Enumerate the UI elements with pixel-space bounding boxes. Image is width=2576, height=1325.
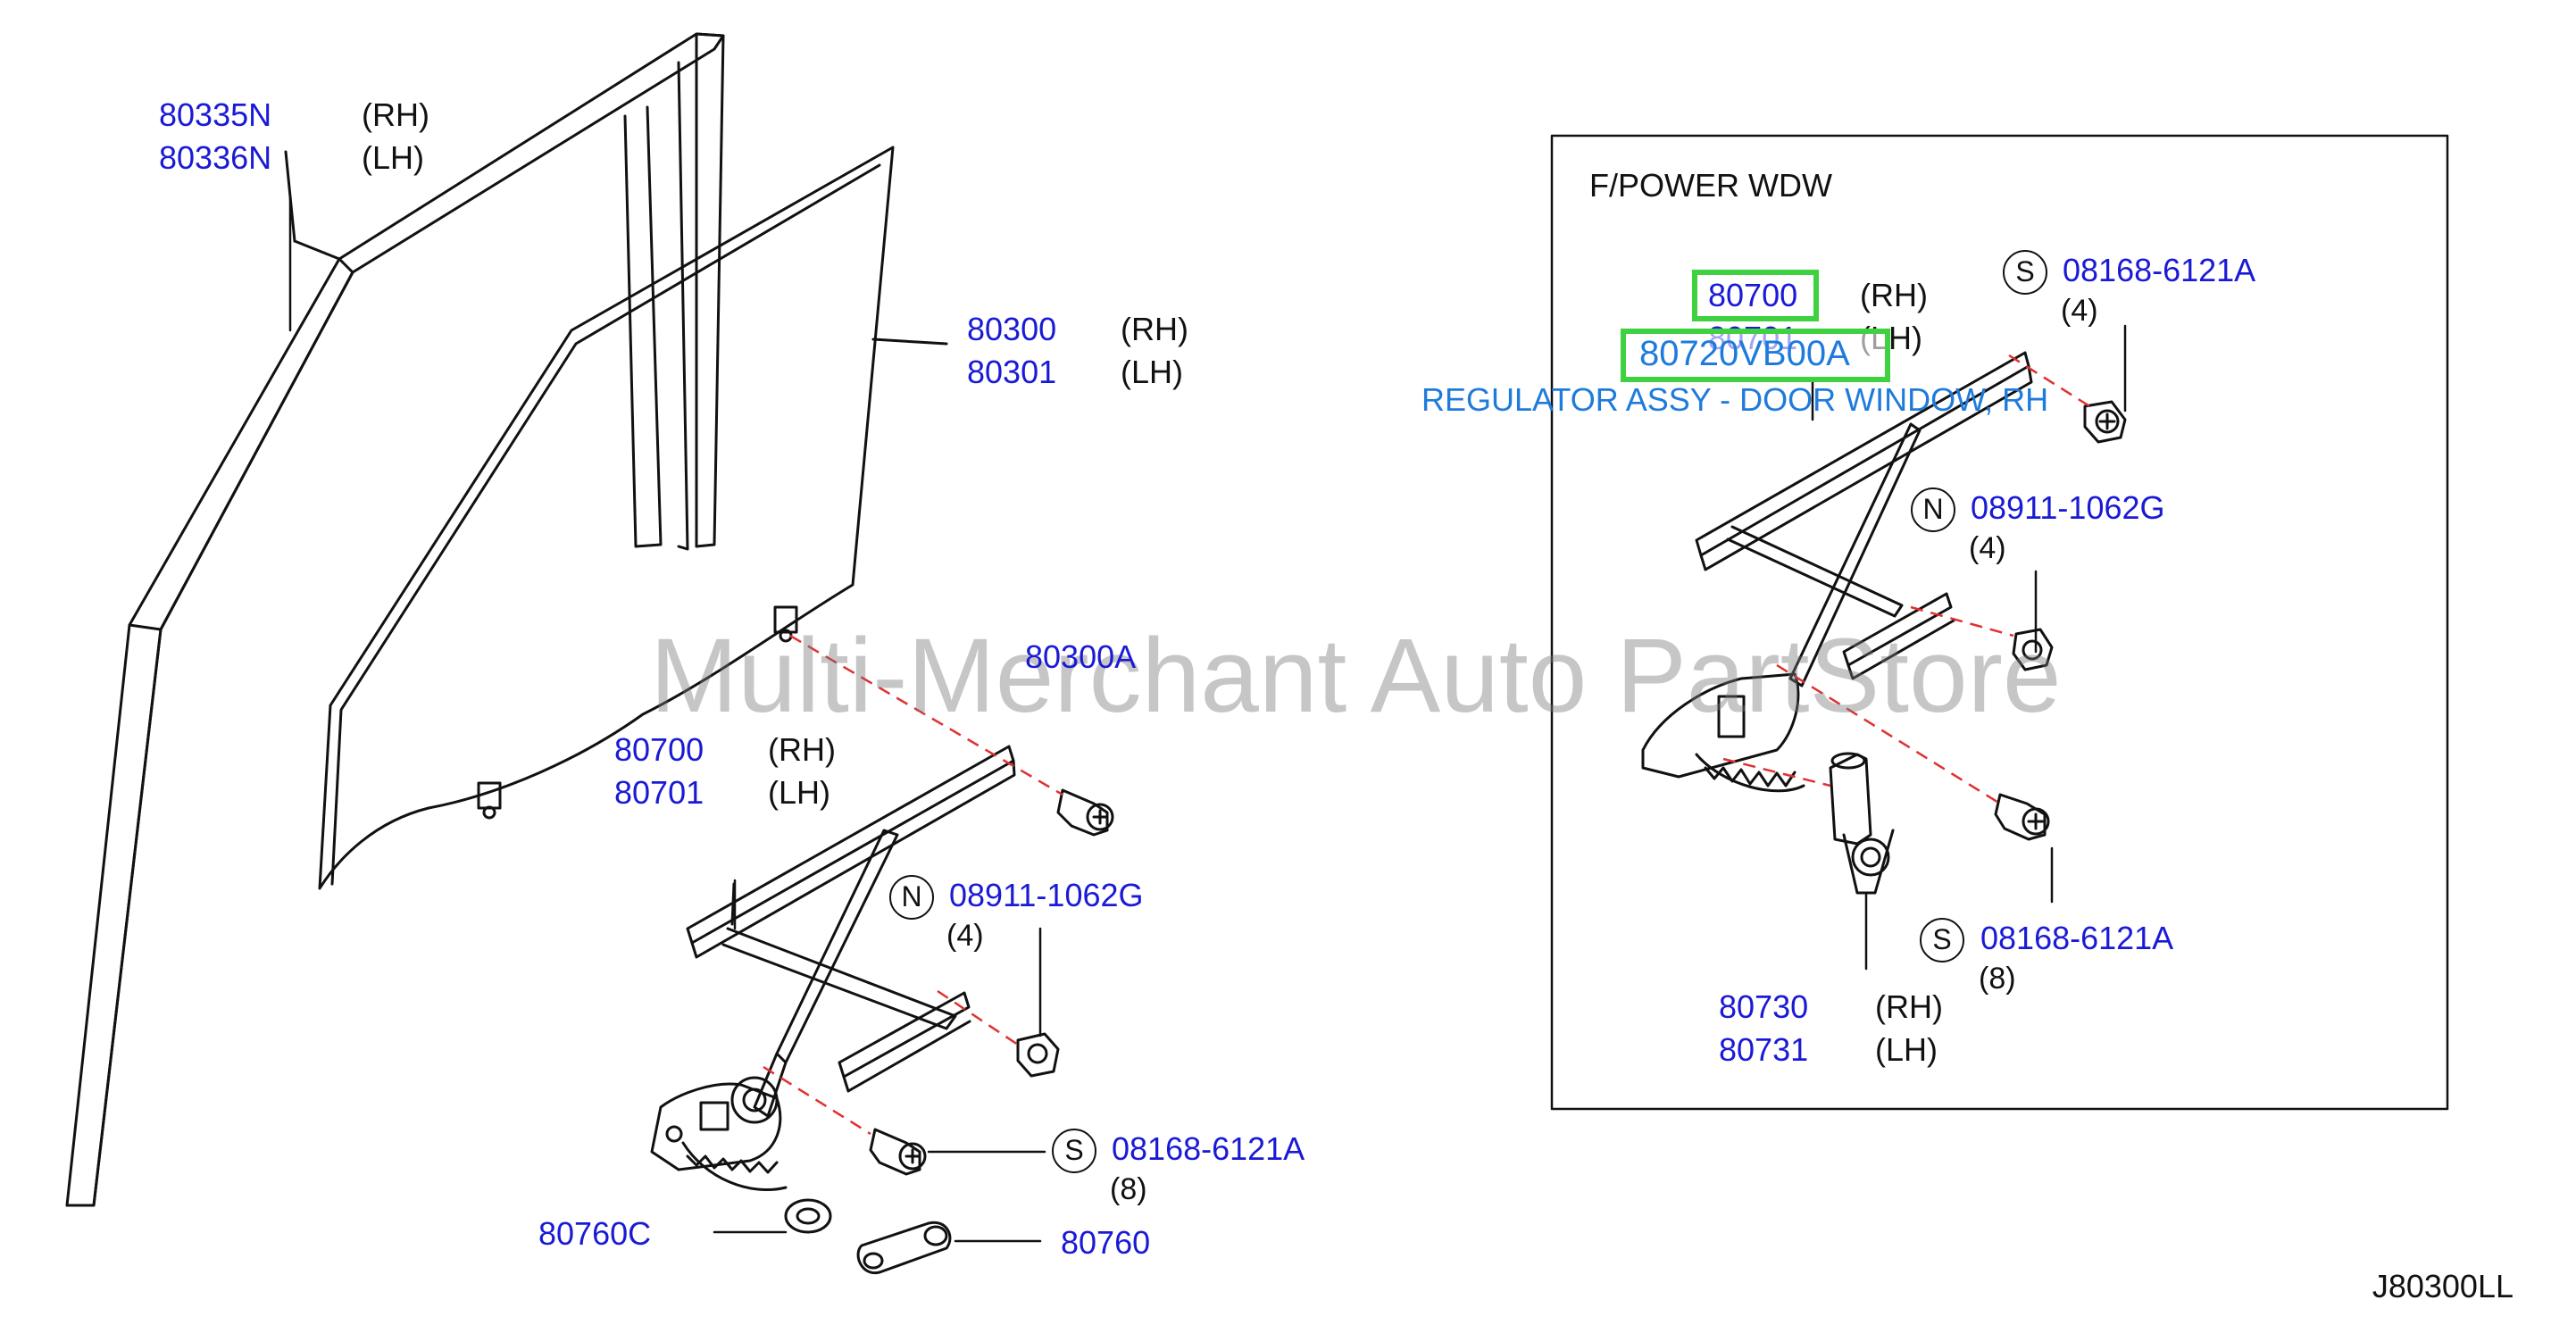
label-80336n[interactable]: 80336N (159, 139, 272, 176)
watermark: Multi-Merchant Auto PartStore (650, 617, 2062, 735)
leader-lines (288, 196, 2127, 1243)
inset-label-80700[interactable]: 80700 (1708, 277, 1798, 313)
label-80700-side: (RH) (768, 731, 836, 768)
regulator-main-drawing (650, 745, 1016, 1192)
inset-title: F/POWER WDW (1589, 167, 1832, 204)
label-screw-qty: (8) (1110, 1172, 1147, 1206)
label-80335n[interactable]: 80335N (159, 96, 272, 133)
label-80300-side: (RH) (1121, 311, 1188, 347)
inset-label-80730[interactable]: 80730 (1719, 988, 1809, 1025)
callout-part-code[interactable]: 80720VB00A (1639, 334, 1850, 373)
label-80701-side: (LH) (768, 774, 830, 811)
inset-label-80731[interactable]: 80731 (1719, 1031, 1809, 1068)
inset-box (1550, 134, 2449, 1111)
inset-label-08168-6121a-top[interactable]: 08168-6121A (2063, 252, 2256, 288)
screw-code-badge: S (1052, 1129, 1096, 1173)
door-sash-drawing (65, 32, 725, 1207)
label-08168-6121a[interactable]: 08168-6121A (1112, 1130, 1305, 1167)
label-80301-side: (LH) (1121, 354, 1183, 390)
label-08911-1062g[interactable]: 08911-1062G (949, 877, 1144, 913)
inset-nut-qty: (4) (1969, 531, 2006, 565)
callout-description: REGULATOR ASSY - DOOR WINDOW, RH (1421, 381, 2049, 418)
label-80700[interactable]: 80700 (614, 731, 704, 768)
diagram-code: J80300LL (2372, 1268, 2513, 1304)
inset-label-80700-side: (RH) (1860, 277, 1928, 313)
label-80760c[interactable]: 80760C (538, 1215, 652, 1252)
inset-screw-top-qty: (4) (2061, 294, 2098, 328)
inset-label-80730-side: (RH) (1875, 988, 1943, 1025)
highlight-80700 (1692, 270, 1819, 321)
inset-label-80731-side: (LH) (1875, 1031, 1938, 1068)
label-80335n-side: (RH) (362, 96, 429, 133)
label-80336n-side: (LH) (362, 139, 424, 176)
label-80301[interactable]: 80301 (967, 354, 1057, 390)
label-nut-qty: (4) (946, 919, 984, 953)
inset-screw-bot-badge: S (1920, 918, 1964, 962)
nut-code-badge: N (889, 875, 934, 920)
inset-label-08911-1062g[interactable]: 08911-1062G (1971, 489, 2165, 526)
inset-label-08168-6121a-bot[interactable]: 08168-6121A (1980, 920, 2174, 956)
regulator-inset-drawing (1641, 351, 2127, 895)
highlight-callout-code (1621, 329, 1890, 382)
label-80300a[interactable]: 80300A (1025, 638, 1137, 675)
label-80701[interactable]: 80701 (614, 774, 704, 811)
door-glass-drawing (318, 146, 948, 890)
inset-screw-bot-qty: (8) (1979, 962, 2016, 996)
small-parts-drawing (784, 788, 1114, 1275)
inset-screw-top-badge: S (2003, 250, 2047, 295)
label-80300[interactable]: 80300 (967, 311, 1057, 347)
label-80760[interactable]: 80760 (1061, 1224, 1151, 1261)
inset-nut-badge: N (1911, 488, 1955, 532)
